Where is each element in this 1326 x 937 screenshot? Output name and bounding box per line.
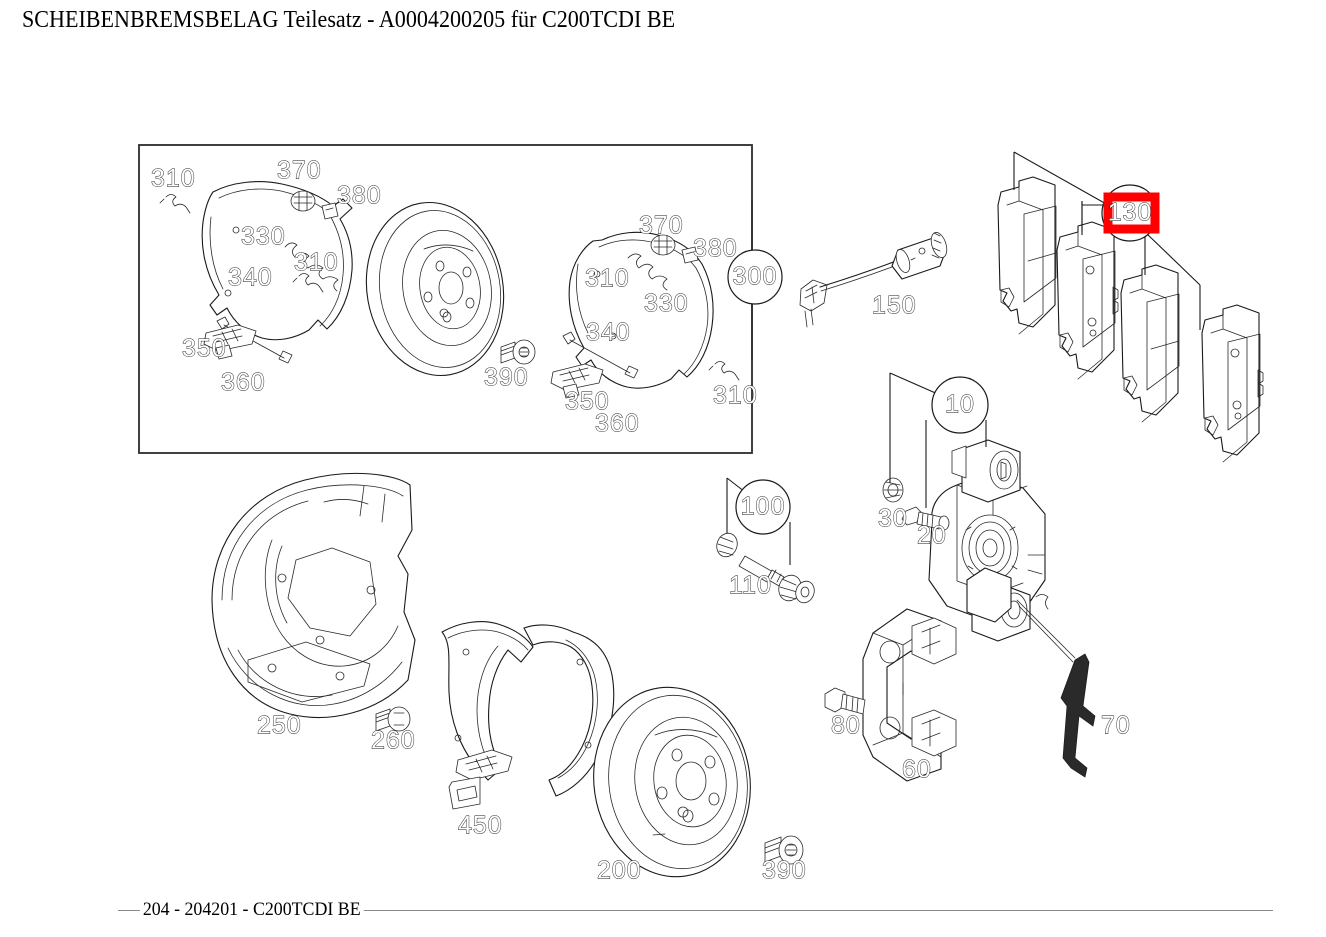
label-300: 300 [733,263,778,291]
label-370-b: 370 [639,212,684,240]
footer: 204 - 204201 - C200TCDI BE [118,898,1273,926]
page-title: SCHEIBENBREMSBELAG Teilesatz - A00042002… [22,7,676,33]
bolt-260 [375,706,411,732]
main-labels: 150 30 20 110 250 260 450 200 390 80 60 … [257,291,1131,885]
brake-pad-4 [1201,304,1264,463]
callout-300: 300 [727,200,783,360]
label-340-a: 340 [228,264,273,292]
label-340-b: 340 [586,319,631,347]
label-200: 200 [597,857,642,885]
label-380-b: 380 [693,235,738,263]
label-310-c: 310 [585,265,630,293]
label-150: 150 [872,292,917,320]
label-20: 20 [917,522,947,550]
label-310-b: 310 [294,249,339,277]
spring-clip-70 [1060,653,1096,778]
label-310-a: 310 [151,165,196,193]
wear-sensor-150 [799,232,948,328]
brake-pad-2 [1056,221,1119,380]
lower-rotor-200 [593,686,751,878]
label-250: 250 [257,712,302,740]
label-130: 130 [1108,199,1153,227]
label-60: 60 [902,756,932,784]
inset-hardware [159,190,740,399]
lower-shoe-assembly [441,621,615,810]
label-30: 30 [878,505,908,533]
label-370-a: 370 [277,157,322,185]
label-360-b: 360 [595,410,640,438]
inset-shoe-assembly-right [568,231,714,389]
label-390-lower: 390 [762,857,807,885]
bolt-390-lower [764,835,804,865]
label-100: 100 [741,493,786,521]
guide-pin-20 [901,506,950,531]
backing-plate-250 [211,472,416,718]
label-80: 80 [831,712,861,740]
brake-pads-group [997,176,1264,463]
label-380-a: 380 [337,182,382,210]
label-110: 110 [729,572,772,600]
caliper-assembly: 10 [882,372,1049,642]
label-70: 70 [1101,712,1131,740]
label-310-d: 310 [713,382,758,410]
caliper-bracket-detail [966,567,1076,663]
label-350-b: 350 [565,388,610,416]
guide-pin-kit: 100 [716,477,815,604]
brake-pad-3 [1120,264,1180,423]
footer-divider [118,910,1273,911]
nut-30 [882,477,904,503]
label-10: 10 [945,391,975,419]
label-450: 450 [458,812,503,840]
inset-labels: 310 370 380 330 310 340 350 360 370 380 … [151,156,758,438]
carrier-60 [862,608,957,782]
bolt-80 [824,687,866,715]
callout-130: 130 [1013,151,1201,330]
label-330-a: 330 [241,223,286,251]
label-260: 260 [371,727,416,755]
label-360-a: 360 [221,369,266,397]
label-390-inset: 390 [484,364,529,392]
footer-caption: 204 - 204201 - C200TCDI BE [140,898,364,922]
label-350-a: 350 [182,335,227,363]
inset-rotor [365,201,505,377]
brake-pad-1 [997,176,1057,335]
highlight-rect [1103,192,1160,234]
label-330-b: 330 [644,290,689,318]
